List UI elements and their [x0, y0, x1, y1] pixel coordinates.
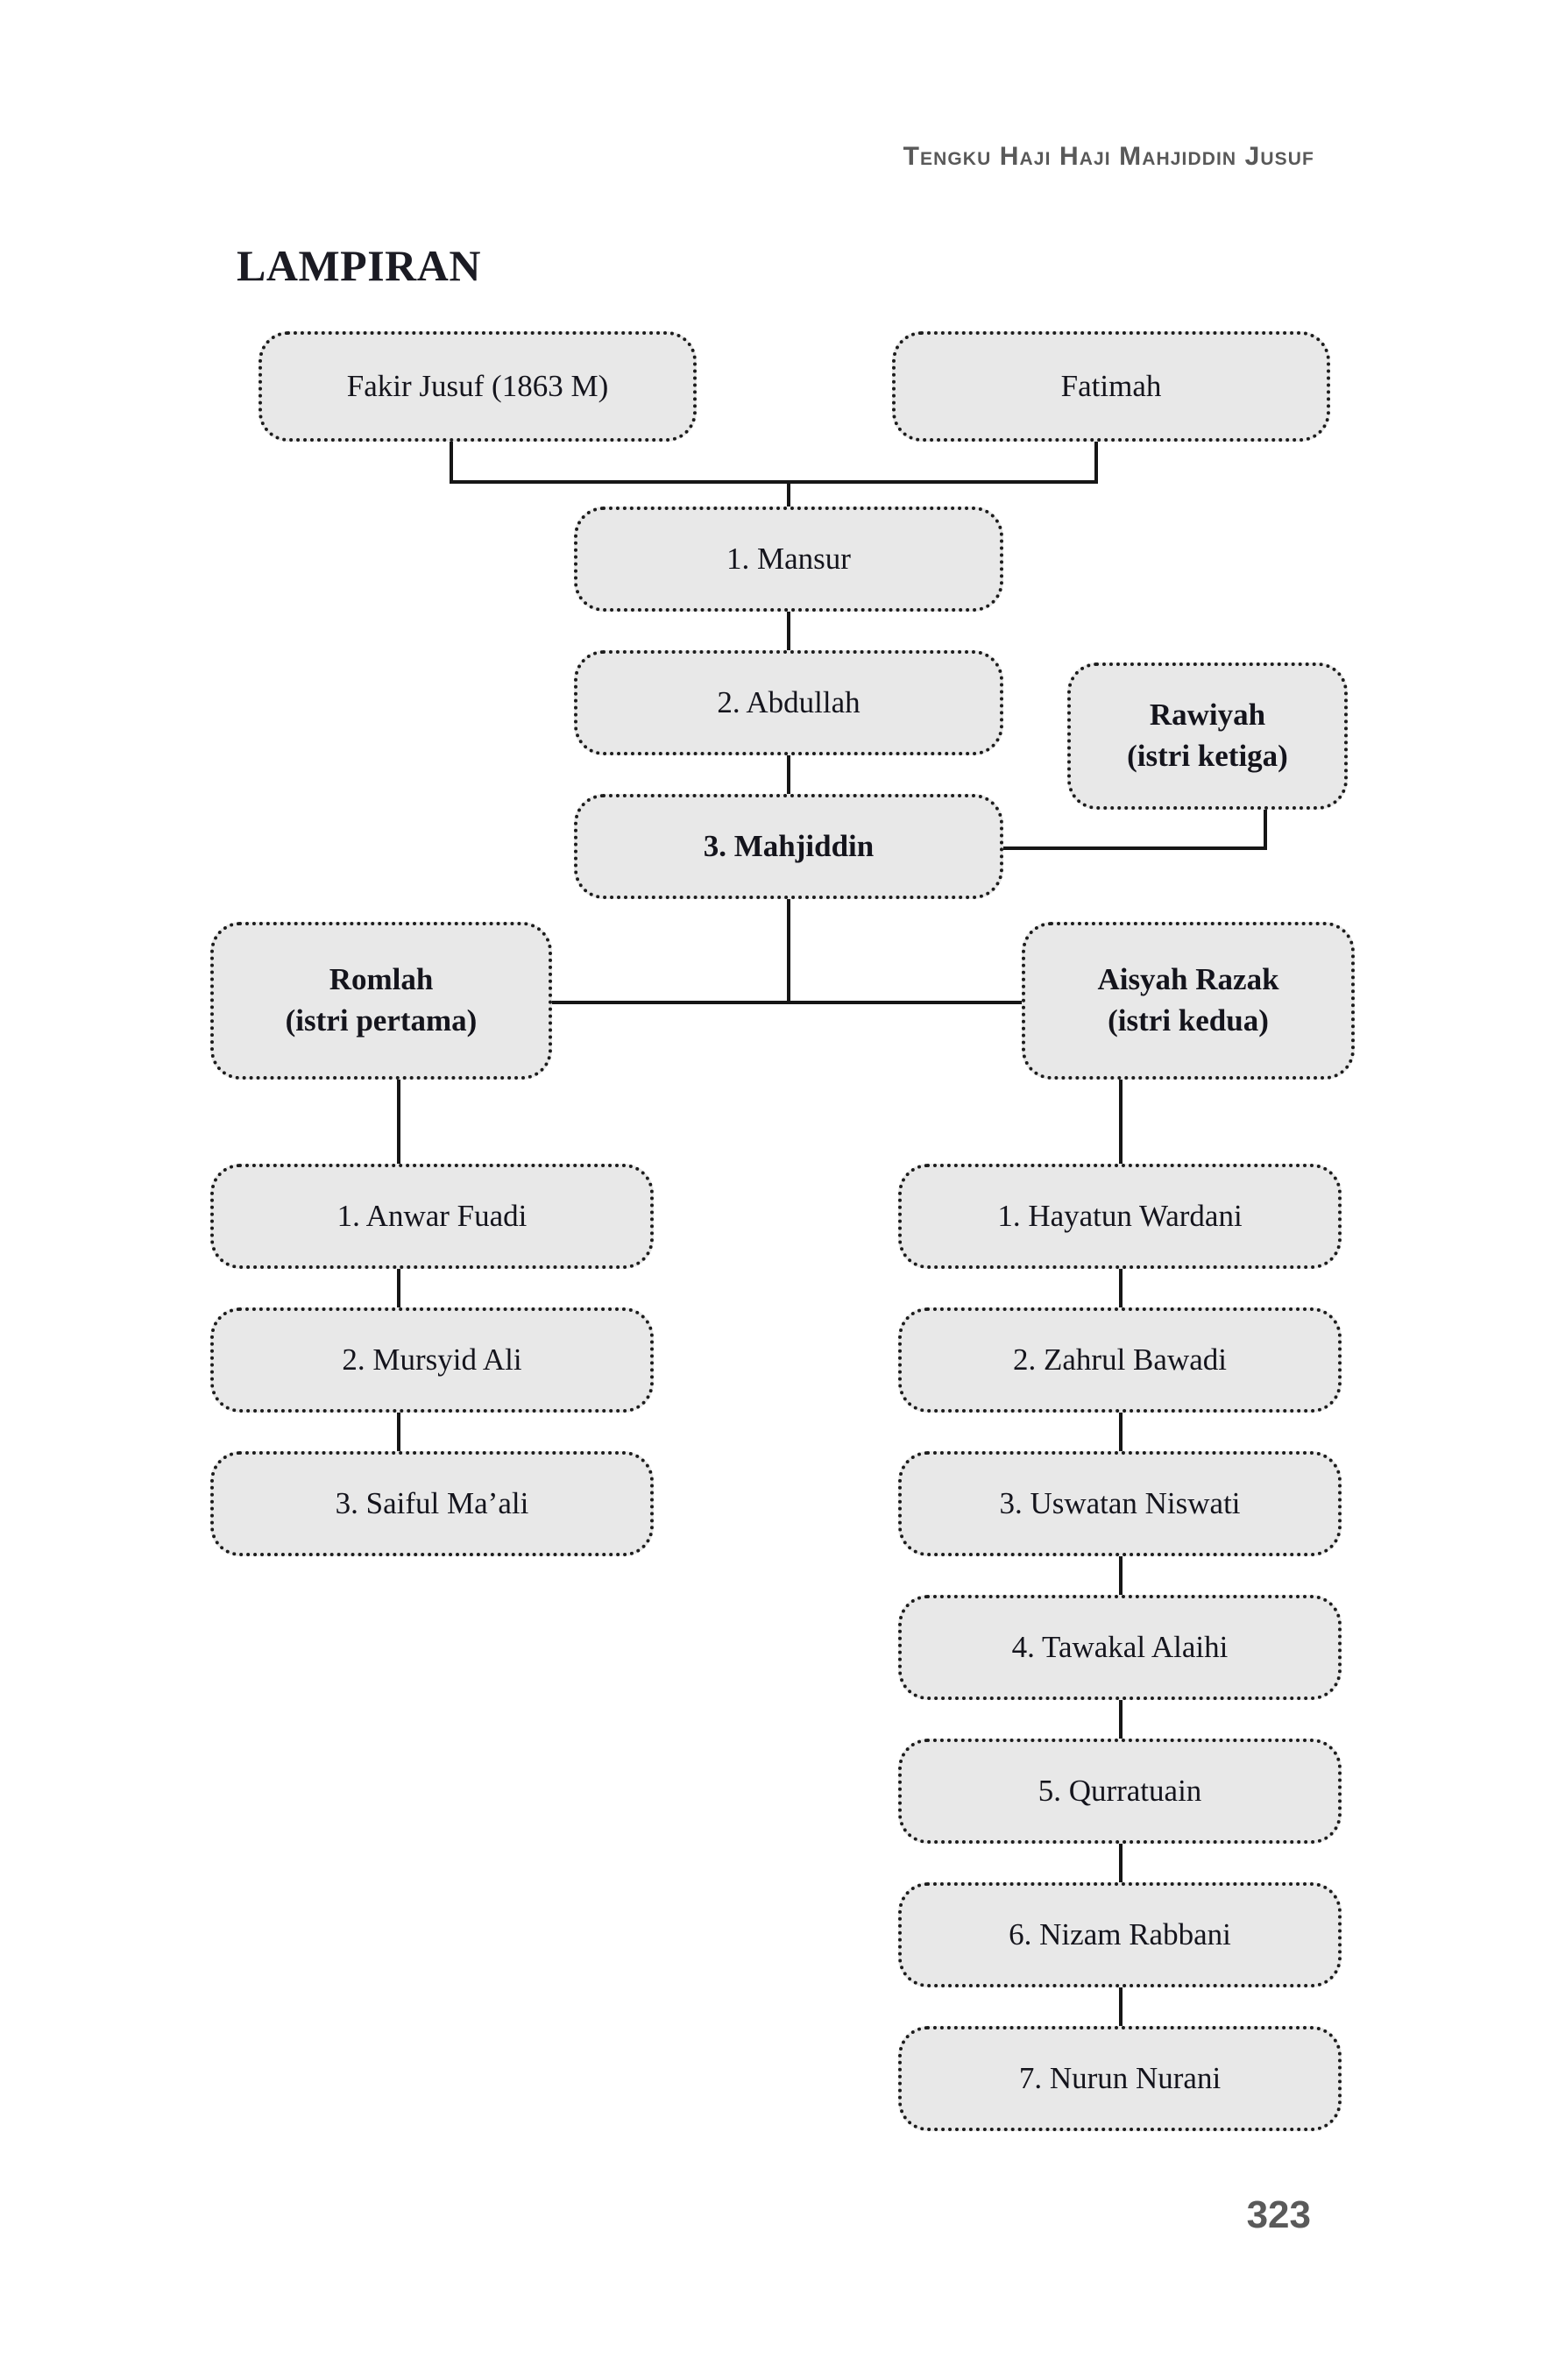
- node-label: 3. Mahjiddin: [703, 828, 875, 863]
- node-mahjiddin: 3. Mahjiddin: [574, 794, 1003, 899]
- connector-right-4-5: [1119, 1700, 1123, 1744]
- node-label: 7. Nurun Nurani: [1018, 2060, 1222, 2095]
- node-label: 2. Abdullah: [717, 684, 860, 719]
- node-label: 2. Mursyid Ali: [342, 1342, 522, 1377]
- connector-mahjiddin-down: [787, 899, 790, 1004]
- node-child-right-2: 2. Zahrul Bawadi: [898, 1307, 1342, 1413]
- connector-romlah-to-children: [397, 1080, 400, 1167]
- node-label: Fatimah: [1060, 368, 1162, 403]
- connector-aisyah-to-children: [1119, 1080, 1123, 1167]
- connector-left-1-2: [397, 1269, 400, 1313]
- node-label: 4. Tawakal Alaihi: [1011, 1629, 1229, 1664]
- node-wife-aisyah: Aisyah Razak (istri kedua): [1022, 922, 1355, 1080]
- node-child-left-3: 3. Saiful Ma’ali: [210, 1451, 654, 1556]
- node-child-right-1: 1. Hayatun Wardani: [898, 1164, 1342, 1269]
- node-label: 2. Zahrul Bawadi: [1013, 1342, 1227, 1377]
- node-child-right-6: 6. Nizam Rabbani: [898, 1882, 1342, 1987]
- connector-mansur-abdullah: [787, 612, 790, 655]
- connector-right-6-7: [1119, 1987, 1123, 2031]
- connector-right-1-2: [1119, 1269, 1123, 1313]
- node-label: Fakir Jusuf (1863 M): [346, 368, 609, 403]
- running-head: Tengku Haji Haji Mahjiddin Jusuf: [903, 142, 1314, 171]
- connector-rawiyah-down: [1264, 810, 1267, 850]
- node-child-left-1: 1. Anwar Fuadi: [210, 1164, 654, 1269]
- node-child-left-2: 2. Mursyid Ali: [210, 1307, 654, 1413]
- page-title: LAMPIRAN: [237, 241, 481, 290]
- node-label: 1. Mansur: [726, 541, 851, 576]
- node-father: Fakir Jusuf (1863 M): [258, 331, 697, 442]
- connector-right-2-3: [1119, 1413, 1123, 1456]
- node-label: 3. Saiful Ma’ali: [335, 1485, 529, 1520]
- connector-right-5-6: [1119, 1844, 1123, 1888]
- node-label: 1. Hayatun Wardani: [997, 1198, 1243, 1233]
- connector-wives-bar: [550, 1001, 1023, 1004]
- connector-left-2-3: [397, 1413, 400, 1456]
- node-label: 1. Anwar Fuadi: [336, 1198, 528, 1233]
- node-child-right-5: 5. Qurratuain: [898, 1739, 1342, 1844]
- node-label: 5. Qurratuain: [1038, 1773, 1202, 1808]
- node-child-right-7: 7. Nurun Nurani: [898, 2026, 1342, 2131]
- wife-order: (istri kedua): [1108, 1003, 1269, 1038]
- wife-name: Aisyah Razak: [1097, 962, 1279, 997]
- connector-rawiyah-to-mahjiddin: [1003, 846, 1267, 850]
- node-mansur: 1. Mansur: [574, 506, 1003, 612]
- node-mother: Fatimah: [892, 331, 1330, 442]
- node-wife-romlah: Romlah (istri pertama): [210, 922, 552, 1080]
- page-number: 323: [1246, 2193, 1311, 2236]
- node-child-right-3: 3. Uswatan Niswati: [898, 1451, 1342, 1556]
- connector-father-down: [450, 442, 453, 484]
- node-label: 3. Uswatan Niswati: [999, 1485, 1241, 1520]
- node-label: 6. Nizam Rabbani: [1009, 1916, 1231, 1951]
- node-abdullah: 2. Abdullah: [574, 650, 1003, 755]
- connector-mother-down: [1094, 442, 1098, 484]
- wife-name: Rawiyah: [1149, 698, 1266, 733]
- wife-order: (istri pertama): [285, 1003, 478, 1038]
- connector-parents-to-child: [787, 480, 790, 522]
- connector-right-3-4: [1119, 1556, 1123, 1600]
- wife-order: (istri ketiga): [1127, 739, 1288, 773]
- connector-abdullah-mahjiddin: [787, 755, 790, 799]
- wife-name: Romlah: [329, 962, 434, 997]
- node-wife-rawiyah: Rawiyah (istri ketiga): [1067, 662, 1348, 810]
- node-child-right-4: 4. Tawakal Alaihi: [898, 1595, 1342, 1700]
- connector-parents-bar: [450, 480, 1098, 484]
